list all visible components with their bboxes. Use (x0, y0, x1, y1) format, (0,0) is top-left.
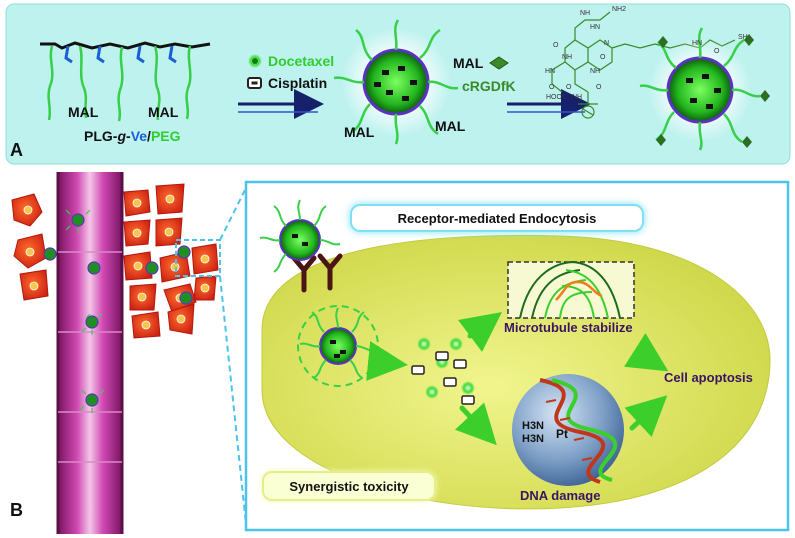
pt-complex: H3N H3N (522, 420, 544, 446)
circulating-nanoparticles (43, 209, 193, 413)
dna-damage-label: DNA damage (520, 488, 601, 503)
crgdfk-structure (551, 11, 736, 119)
panel-b-letter: B (10, 500, 23, 520)
polymer-name-graft: g (117, 128, 127, 144)
blood-vessel (56, 172, 124, 534)
structure-hn-5: HN (692, 40, 703, 47)
structure-o-5: O (596, 84, 602, 91)
polymer-name-ve: Ve (130, 128, 148, 144)
structure-o-3: O (600, 54, 606, 61)
structure-nh-4: NH (572, 94, 583, 101)
polymer-mal-label-1: MAL (68, 104, 99, 120)
nanoparticle-peptide-conjugated (639, 27, 770, 151)
microtubule-label: Microtubule stabilize (504, 320, 633, 335)
cisplatin-label: Cisplatin (268, 75, 328, 91)
microtubule-illustration (507, 261, 635, 319)
process-arrows (366, 312, 669, 446)
targeted-nanoparticle-approaching (259, 199, 341, 273)
polymer-name-slash: / (147, 128, 151, 144)
structure-o-6: O (714, 48, 720, 55)
pt-ligand-2: H3N (522, 433, 545, 445)
polymer-name: PLG-g-Ve/PEG (84, 128, 181, 144)
structure-nh-1: NH (562, 54, 573, 61)
conjugation-mal-label: MAL (453, 55, 484, 71)
polymer-name-sep: - (126, 128, 131, 144)
nanoparticle-mal-right: MAL (435, 118, 466, 134)
apoptosis-label: Cell apoptosis (664, 370, 753, 385)
structure-nh-3: NH (590, 68, 601, 75)
polymer-name-plg: PLG- (84, 128, 118, 144)
structure-n-mid: N (604, 40, 610, 47)
crgdfk-label: cRGDfK (462, 78, 516, 94)
synergy-label: Synergistic toxicity (262, 471, 436, 501)
structure-o-2: O (549, 84, 555, 91)
nanoparticle-mal-left: MAL (344, 124, 375, 140)
mal-legend-icon (489, 56, 509, 70)
structure-hn-left: HN (590, 24, 601, 31)
panel-a-letter: A (10, 140, 23, 160)
pt-ligand-1: H3N (522, 420, 545, 432)
polymer-mal-label-2: MAL (148, 104, 179, 120)
structure-o-1: O (553, 42, 559, 49)
internalized-nanoparticle (299, 307, 377, 379)
cell-surface-receptors (291, 253, 343, 293)
polymer-graft-copolymer (40, 41, 211, 122)
tumor-cell-nuclei (23, 194, 210, 330)
structure-hn-2: HN (545, 68, 556, 75)
structure-o-4: O (566, 84, 572, 91)
structure-sh: SH (738, 34, 748, 41)
pt-center: Pt (556, 427, 568, 441)
structure-nh2: NH2 (612, 6, 627, 13)
endocytosis-label: Receptor-mediated Endocytosis (350, 204, 644, 232)
structure-nh-top: NH (580, 10, 591, 17)
polymer-name-peg: PEG (150, 128, 181, 144)
docetaxel-label: Docetaxel (268, 53, 335, 69)
nanoparticle-drug-loaded (333, 19, 459, 145)
dna-damage-illustration (512, 374, 624, 486)
structure-hooc: HOOC (546, 94, 567, 101)
